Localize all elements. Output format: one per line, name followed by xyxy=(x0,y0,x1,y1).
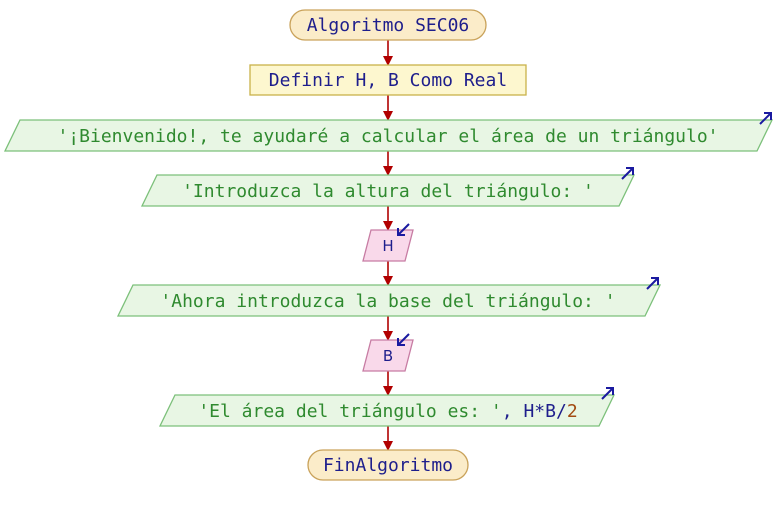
output-ask-base-label: 'Ahora introduzca la base del triángulo:… xyxy=(160,291,615,312)
start-label: Algoritmo SEC06 xyxy=(307,15,470,36)
output-arrow-icon xyxy=(646,277,659,290)
end-label: FinAlgoritmo xyxy=(323,455,453,476)
output-ask-base[interactable]: 'Ahora introduzca la base del triángulo:… xyxy=(116,277,662,317)
output-area-number: 2 xyxy=(567,401,578,422)
output-area-result-label: 'El área del triángulo es: ', H*B/2 xyxy=(198,401,577,422)
input-arrow-icon xyxy=(397,333,410,346)
output-ask-height[interactable]: 'Introduzca la altura del triángulo: ' xyxy=(140,167,636,207)
output-welcome-label: '¡Bienvenido!, te ayudaré a calcular el … xyxy=(57,126,718,147)
output-arrow-icon xyxy=(601,387,614,400)
input-base[interactable]: B xyxy=(362,333,414,372)
output-area-separator: , xyxy=(502,401,524,422)
start-terminal[interactable]: Algoritmo SEC06 xyxy=(289,9,487,41)
output-ask-height-label: 'Introduzca la altura del triángulo: ' xyxy=(182,181,594,202)
output-area-expression: H*B/ xyxy=(523,401,566,422)
output-welcome[interactable]: '¡Bienvenido!, te ayudaré a calcular el … xyxy=(3,112,774,152)
input-height[interactable]: H xyxy=(362,223,414,262)
output-arrow-icon xyxy=(621,167,634,180)
output-arrow-icon xyxy=(759,112,772,125)
input-height-label: H xyxy=(382,237,393,255)
define-label: Definir H, B Como Real xyxy=(269,70,507,91)
output-area-string: 'El área del triángulo es: ' xyxy=(198,401,501,422)
define-process[interactable]: Definir H, B Como Real xyxy=(249,64,527,96)
output-area-result[interactable]: 'El área del triángulo es: ', H*B/2 xyxy=(158,387,616,427)
input-arrow-icon xyxy=(397,223,410,236)
input-base-label: B xyxy=(383,347,393,365)
end-terminal[interactable]: FinAlgoritmo xyxy=(307,449,469,481)
